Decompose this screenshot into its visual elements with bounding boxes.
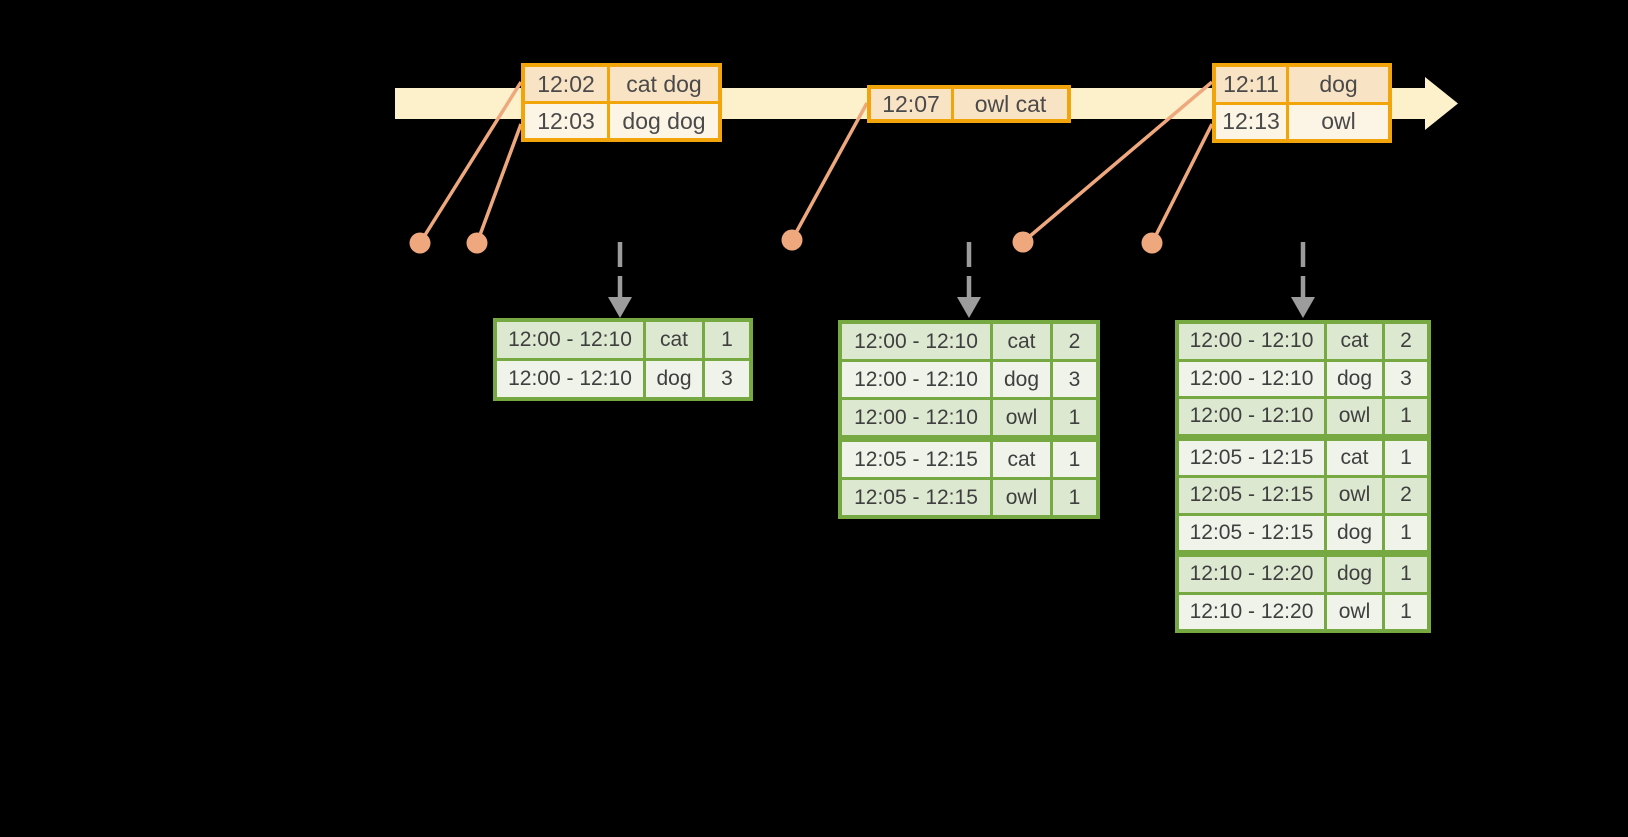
trigger-arrowheads — [608, 297, 1315, 318]
event-table-3: 12:11 dog 12:13 owl — [1212, 63, 1392, 143]
word-cell: dog — [993, 362, 1050, 397]
table-row: 12:05 - 12:15 owl 2 — [1179, 478, 1427, 513]
table-row: 12:03 dog dog — [525, 104, 718, 138]
table-row: 12:05 - 12:15 dog 1 — [1179, 515, 1427, 550]
word-cell: cat — [1327, 440, 1382, 475]
count-cell: 1 — [1385, 594, 1427, 629]
event-dot-icon — [409, 232, 431, 254]
window-cell: 12:00 - 12:10 — [842, 362, 990, 397]
count-cell: 1 — [1385, 440, 1427, 475]
event-words-cell: cat dog — [610, 67, 718, 101]
event-marker-dots — [409, 229, 1163, 254]
event-words-cell: owl cat — [954, 89, 1067, 119]
event-dot-icon — [466, 232, 488, 254]
table-row: 12:02 cat dog — [525, 67, 718, 101]
arrowhead-icon — [608, 297, 632, 318]
table-row: 12:07 owl cat — [871, 89, 1067, 119]
event-time-cell: 12:11 — [1216, 67, 1286, 102]
count-cell: 1 — [1053, 442, 1096, 477]
count-cell: 3 — [705, 361, 749, 397]
table-row: 12:00 - 12:10 cat 2 — [842, 324, 1096, 359]
word-cell: cat — [993, 324, 1050, 359]
word-cell: cat — [646, 322, 702, 358]
count-cell: 1 — [1385, 515, 1427, 550]
word-cell: dog — [1327, 361, 1382, 396]
count-cell: 2 — [1385, 478, 1427, 513]
window-cell: 12:00 - 12:10 — [842, 400, 990, 435]
arrowhead-icon — [957, 297, 981, 318]
word-cell: owl — [1327, 478, 1382, 513]
count-cell: 3 — [1053, 362, 1096, 397]
event-table-1: 12:02 cat dog 12:03 dog dog — [521, 63, 722, 142]
window-cell: 12:10 - 12:20 — [1179, 557, 1324, 592]
count-cell: 1 — [1053, 400, 1096, 435]
event-time-cell: 12:02 — [525, 67, 607, 101]
result-table-2: 12:00 - 12:10 cat 2 12:00 - 12:10 dog 3 … — [838, 320, 1100, 519]
count-cell: 2 — [1385, 324, 1427, 359]
event-dot-icon — [781, 229, 803, 251]
count-cell: 1 — [1385, 399, 1427, 434]
word-cell: dog — [1327, 515, 1382, 550]
word-cell: cat — [993, 442, 1050, 477]
table-row: 12:00 - 12:10 dog 3 — [1179, 361, 1427, 396]
window-cell: 12:05 - 12:15 — [842, 442, 990, 477]
table-row: 12:05 - 12:15 owl 1 — [842, 480, 1096, 515]
word-cell: dog — [646, 361, 702, 397]
count-cell: 3 — [1385, 361, 1427, 396]
table-row: 12:10 - 12:20 owl 1 — [1179, 594, 1427, 629]
table-row: 12:05 - 12:15 cat 1 — [842, 442, 1096, 477]
table-row: 12:00 - 12:10 cat 1 — [497, 322, 749, 358]
table-row: 12:13 owl — [1216, 104, 1388, 139]
event-dot-icon — [1012, 231, 1034, 253]
table-row: 12:05 - 12:15 cat 1 — [1179, 440, 1427, 475]
count-cell: 1 — [1053, 480, 1096, 515]
event-table-2: 12:07 owl cat — [867, 85, 1071, 123]
table-row: 12:00 - 12:10 owl 1 — [842, 400, 1096, 435]
result-table-3: 12:00 - 12:10 cat 2 12:00 - 12:10 dog 3 … — [1175, 320, 1431, 633]
event-callout-lines — [418, 80, 1214, 244]
table-row: 12:00 - 12:10 cat 2 — [1179, 324, 1427, 359]
window-cell: 12:00 - 12:10 — [842, 324, 990, 359]
window-cell: 12:00 - 12:10 — [497, 361, 643, 397]
word-cell: cat — [1327, 324, 1382, 359]
arrowhead-icon — [1291, 297, 1315, 318]
word-cell: owl — [1327, 399, 1382, 434]
window-cell: 12:10 - 12:20 — [1179, 594, 1324, 629]
window-cell: 12:05 - 12:15 — [1179, 478, 1324, 513]
window-cell: 12:00 - 12:10 — [1179, 324, 1324, 359]
event-time-cell: 12:13 — [1216, 104, 1286, 139]
event-words-cell: dog dog — [610, 104, 718, 138]
word-cell: owl — [993, 480, 1050, 515]
event-words-cell: dog — [1289, 67, 1388, 102]
table-row: 12:10 - 12:20 dog 1 — [1179, 557, 1427, 592]
count-cell: 2 — [1053, 324, 1096, 359]
count-cell: 1 — [1385, 557, 1427, 592]
word-cell: owl — [993, 400, 1050, 435]
event-time-cell: 12:03 — [525, 104, 607, 138]
event-words-cell: owl — [1289, 104, 1388, 139]
event-dot-icon — [1141, 232, 1163, 254]
window-cell: 12:00 - 12:10 — [497, 322, 643, 358]
count-cell: 1 — [705, 322, 749, 358]
window-cell: 12:05 - 12:15 — [1179, 440, 1324, 475]
window-cell: 12:00 - 12:10 — [1179, 361, 1324, 396]
trigger-arrows — [617, 242, 1306, 301]
table-row: 12:00 - 12:10 dog 3 — [842, 362, 1096, 397]
window-cell: 12:05 - 12:15 — [1179, 515, 1324, 550]
window-cell: 12:05 - 12:15 — [842, 480, 990, 515]
result-table-1: 12:00 - 12:10 cat 1 12:00 - 12:10 dog 3 — [493, 318, 753, 401]
table-row: 12:11 dog — [1216, 67, 1388, 102]
event-time-cell: 12:07 — [871, 89, 951, 119]
word-cell: dog — [1327, 557, 1382, 592]
word-cell: owl — [1327, 594, 1382, 629]
table-row: 12:00 - 12:10 dog 3 — [497, 361, 749, 397]
table-row: 12:00 - 12:10 owl 1 — [1179, 399, 1427, 434]
window-cell: 12:00 - 12:10 — [1179, 399, 1324, 434]
